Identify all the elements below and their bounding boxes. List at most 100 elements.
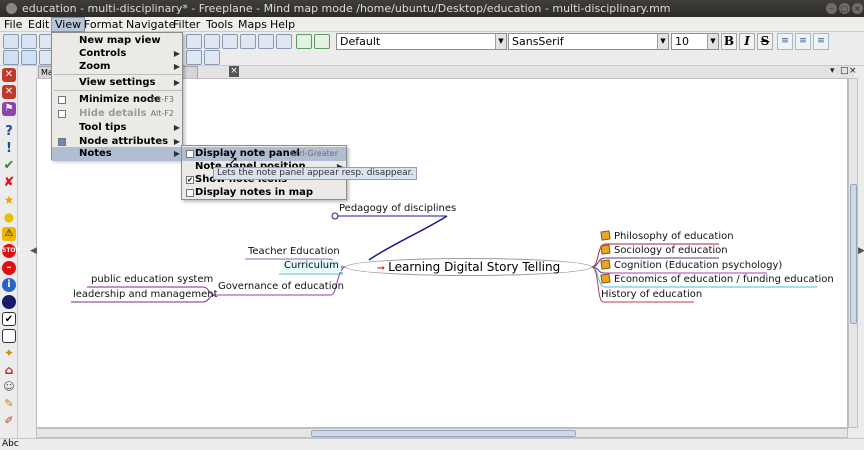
menu-item-controls[interactable]: Controls ▶ bbox=[79, 48, 180, 59]
maximize-icon[interactable]: ▢ bbox=[839, 3, 850, 14]
vertical-scroll-thumb[interactable] bbox=[850, 184, 857, 324]
align-center-icon[interactable]: ≡ bbox=[795, 33, 811, 50]
left-panel-toggle-icon[interactable]: ◀ bbox=[30, 246, 37, 256]
horizontal-scroll-thumb[interactable] bbox=[311, 430, 576, 437]
menu-item-tool-tips[interactable]: Tool tips ▶ bbox=[79, 122, 180, 133]
node-history[interactable]: History of education bbox=[601, 289, 703, 300]
menu-item-display-note-panel[interactable]: Display note panel Ctrl-Greater bbox=[182, 147, 346, 161]
menu-filter[interactable]: Filter bbox=[173, 18, 201, 31]
save-icon[interactable] bbox=[222, 34, 238, 49]
menu-item-zoom[interactable]: Zoom ▶ bbox=[79, 61, 180, 72]
strikethrough-button[interactable]: S bbox=[757, 33, 773, 50]
menu-bar: File Edit View Format Navigate Filter To… bbox=[0, 17, 864, 32]
home-icon[interactable]: ⌂ bbox=[4, 363, 14, 377]
node-leadership[interactable]: leadership and management bbox=[73, 289, 218, 300]
node-style-icon[interactable] bbox=[186, 50, 202, 65]
print-icon[interactable] bbox=[240, 34, 256, 49]
pane-collapse-icon[interactable]: ▾ bbox=[830, 66, 835, 76]
cross-icon[interactable]: ✘ bbox=[3, 175, 15, 190]
right-panel-toggle-icon[interactable]: ▶ bbox=[858, 246, 864, 256]
person-icon[interactable]: ☺ bbox=[3, 380, 15, 393]
info-icon[interactable]: i bbox=[2, 278, 16, 292]
menu-maps[interactable]: Maps bbox=[238, 18, 267, 31]
new-map-icon[interactable] bbox=[186, 34, 202, 49]
node-curriculum[interactable]: Curriculum bbox=[282, 260, 341, 272]
vertical-scrollbar[interactable] bbox=[848, 78, 858, 428]
open-file-icon[interactable] bbox=[204, 34, 220, 49]
node-economics[interactable]: Economics of education / funding educati… bbox=[600, 273, 834, 286]
no-entry-icon[interactable]: – bbox=[2, 261, 16, 275]
italic-button[interactable]: I bbox=[739, 33, 755, 50]
menu-item-view-settings[interactable]: View settings ▶ bbox=[79, 77, 180, 88]
close-map-icon[interactable] bbox=[276, 34, 292, 49]
cloud-icon[interactable] bbox=[3, 50, 19, 65]
menu-item-notes[interactable]: Notes ▶ bbox=[52, 147, 182, 161]
root-node[interactable]: ➞Learning Digital Story Telling bbox=[345, 258, 592, 276]
menu-tools[interactable]: Tools bbox=[206, 18, 234, 31]
edit-icon[interactable]: ✐ bbox=[4, 414, 14, 427]
exclamation-icon[interactable]: ! bbox=[6, 141, 12, 156]
menu-separator bbox=[54, 74, 182, 75]
node-public-education[interactable]: public education system bbox=[91, 274, 214, 285]
chevron-down-icon: ▼ bbox=[657, 34, 668, 49]
menu-view[interactable]: View bbox=[51, 17, 86, 32]
close-tab-icon[interactable]: × bbox=[229, 66, 239, 77]
idea-bulb-icon[interactable]: ● bbox=[3, 210, 15, 224]
menu-item-new-map-view[interactable]: New map view bbox=[79, 35, 161, 46]
menu-item-node-attributes[interactable]: Node attributes ▶ bbox=[52, 135, 182, 149]
checkbox-empty-icon[interactable] bbox=[2, 329, 16, 343]
edge-style-icon[interactable] bbox=[204, 50, 220, 65]
minimize-icon[interactable]: – bbox=[826, 3, 837, 14]
menu-item-note-panel-position[interactable]: Note panel position ▶ bbox=[182, 160, 346, 174]
warning-icon[interactable]: ⚠ bbox=[2, 227, 16, 241]
submenu-arrow-icon: ▶ bbox=[173, 78, 180, 87]
font-size-combo[interactable]: 10 ▼ bbox=[671, 33, 719, 50]
pane-close-icon[interactable]: × bbox=[849, 66, 857, 76]
pencil-note-icon bbox=[600, 230, 611, 241]
title-bar: education - multi-disciplinary* - Freepl… bbox=[0, 0, 864, 17]
print-preview-icon[interactable] bbox=[258, 34, 274, 49]
view-menu-dropdown: New map view Controls ▶ Zoom ▶ View sett… bbox=[51, 32, 183, 161]
node-governance[interactable]: Governance of education bbox=[218, 281, 344, 292]
align-left-icon[interactable]: ≡ bbox=[777, 33, 793, 50]
style-combo[interactable]: Default ▼ bbox=[336, 33, 507, 50]
node-pedagogy[interactable]: Pedagogy of disciplines bbox=[339, 203, 457, 214]
menu-navigate[interactable]: Navigate bbox=[126, 18, 176, 31]
redo-icon[interactable] bbox=[314, 34, 330, 49]
submenu-arrow-icon: ▶ bbox=[337, 160, 343, 174]
bold-button[interactable]: B bbox=[721, 33, 737, 50]
menu-item-display-notes-in-map[interactable]: Display notes in map bbox=[182, 186, 346, 200]
star-icon[interactable]: ★ bbox=[3, 193, 15, 207]
node-philosophy[interactable]: Philosophy of education bbox=[600, 230, 734, 243]
menu-item-minimize-node[interactable]: Minimize node Alt-F3 bbox=[52, 93, 182, 107]
node-cognition[interactable]: Cognition (Education psychology) bbox=[600, 259, 782, 272]
menu-format[interactable]: Format bbox=[84, 18, 123, 31]
window-title: education - multi-disciplinary* - Freepl… bbox=[22, 2, 671, 15]
cloud-color-icon[interactable] bbox=[21, 50, 37, 65]
remove-all-icons-icon[interactable]: ✕ bbox=[2, 85, 16, 99]
menu-help[interactable]: Help bbox=[270, 18, 296, 31]
back-arrow-icon[interactable] bbox=[3, 34, 19, 49]
checkmark-icon[interactable]: ✔ bbox=[3, 158, 15, 173]
stop-sign-icon[interactable]: STOP bbox=[2, 244, 20, 258]
sparkle-icon[interactable]: ✦ bbox=[3, 346, 15, 360]
question-icon[interactable]: ? bbox=[5, 124, 13, 139]
flag-icon[interactable]: ⚑ bbox=[2, 102, 16, 116]
horizontal-scrollbar[interactable] bbox=[36, 428, 848, 438]
node-sociology[interactable]: Sociology of education bbox=[600, 244, 728, 257]
blue-ball-icon[interactable] bbox=[2, 295, 16, 309]
remove-icon-icon[interactable]: ✕ bbox=[2, 68, 16, 82]
pane-restore-icon[interactable]: □ bbox=[840, 66, 849, 76]
app-icon bbox=[6, 3, 17, 14]
close-window-icon[interactable]: × bbox=[852, 3, 863, 14]
pencil-icon[interactable]: ✎ bbox=[4, 397, 14, 410]
align-right-icon[interactable]: ≡ bbox=[813, 33, 829, 50]
node-teacher-education[interactable]: Teacher Education bbox=[248, 246, 340, 257]
font-combo[interactable]: SansSerif ▼ bbox=[508, 33, 669, 50]
menu-file[interactable]: File bbox=[4, 18, 23, 31]
checkbox-checked-icon[interactable]: ✔ bbox=[2, 312, 16, 326]
forward-arrow-icon[interactable] bbox=[21, 34, 37, 49]
menu-edit[interactable]: Edit bbox=[28, 18, 50, 31]
undo-icon[interactable] bbox=[296, 34, 312, 49]
pencil-note-icon bbox=[600, 259, 611, 270]
